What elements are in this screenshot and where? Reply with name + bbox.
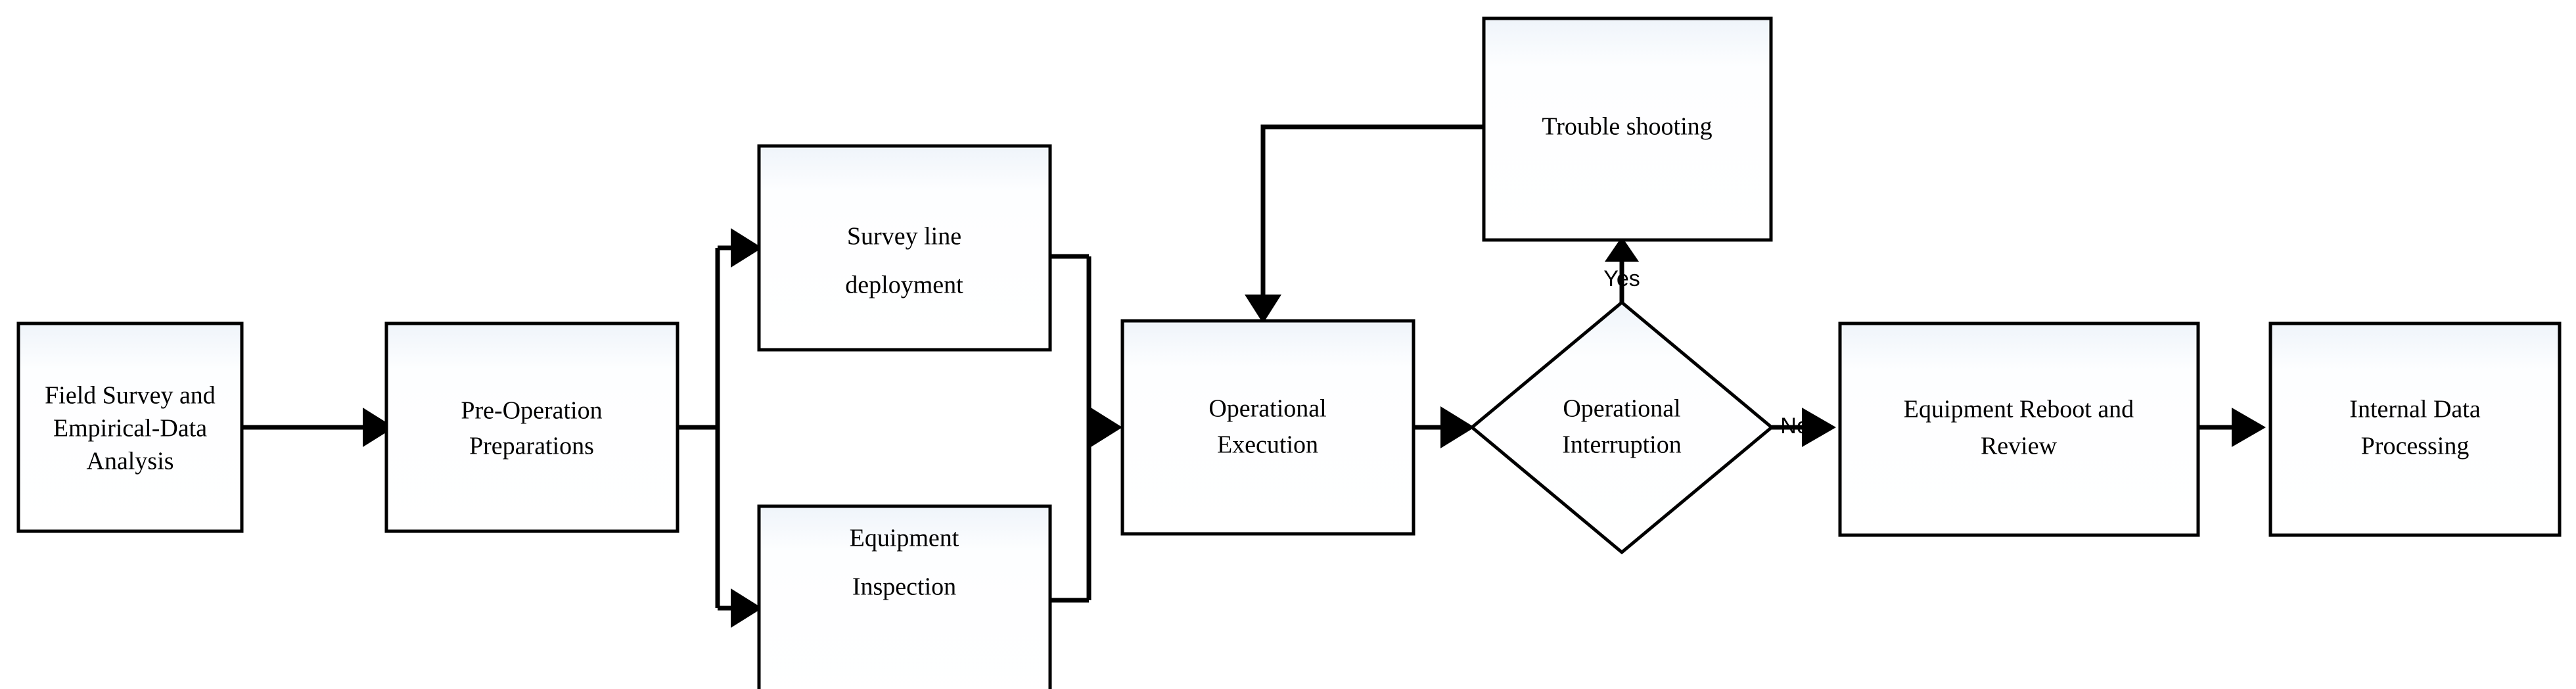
node-equipment-reboot-and-review[interactable]: Equipment Reboot and Review (1838, 321, 2200, 537)
edge-equipment-reboot-to-internal-data (2198, 408, 2266, 447)
node-equipment-inspection[interactable]: Equipment Inspection (757, 504, 1052, 689)
edge-interruption-to-trouble-shooting (1605, 237, 1639, 302)
node-operational-execution[interactable]: Operational Execution (1120, 319, 1415, 536)
node-label-line: Interruption (1562, 431, 1682, 459)
node-label-line: Operational (1208, 395, 1326, 423)
node-label-line: Equipment (850, 525, 959, 552)
node-label-line: Processing (2361, 433, 2470, 460)
node-label-line: Internal Data (2349, 396, 2481, 423)
node-label-line: Survey line (847, 223, 961, 250)
node-rect (16, 321, 244, 533)
node-label-line: Pre-Operation (461, 397, 602, 425)
edge-label-yes: Yes (1603, 266, 1640, 291)
arrowhead-icon (731, 588, 762, 628)
edge-label-no: No (1780, 414, 1808, 439)
node-label-line: deployment (845, 272, 963, 299)
arrowhead-icon (363, 408, 394, 447)
arrowhead-icon (731, 228, 762, 268)
decision-diamond-shape (1469, 300, 1774, 555)
node-label-line: Inspection (852, 573, 956, 601)
edge-pre-operation-split (678, 228, 762, 628)
node-label-line: Equipment Reboot and (1904, 396, 2134, 423)
node-label-line: Preparations (469, 433, 594, 460)
node-rect (757, 504, 1052, 689)
edge-branches-merge-to-operational-execution (1050, 254, 1122, 603)
arrowhead-icon (1802, 408, 1836, 447)
node-rect (2268, 321, 2562, 537)
node-rect (384, 321, 679, 533)
node-rect (1482, 16, 1773, 242)
arrowhead-icon (1091, 408, 1122, 447)
edge-field-survey-to-pre-operation (242, 408, 394, 447)
node-operational-interruption[interactable]: Operational Interruption (1469, 300, 1774, 555)
edge-trouble-shooting-feedback-to-operational-execution (1245, 124, 1484, 323)
node-label-line: Operational (1563, 395, 1680, 423)
edge-interruption-to-equipment-reboot (1772, 408, 1836, 447)
arrowhead-icon (1605, 237, 1639, 262)
arrowhead-icon (1245, 295, 1281, 323)
node-rect (1120, 319, 1415, 536)
node-label-line: Field Survey and (45, 382, 216, 410)
node-label-line: Empirical-Data (53, 415, 207, 442)
node-trouble-shooting[interactable]: Trouble shooting (1482, 16, 1773, 242)
node-internal-data-processing[interactable]: Internal Data Processing (2268, 321, 2562, 537)
node-survey-line-deployment[interactable]: Survey line deployment (757, 144, 1052, 352)
edge-operational-execution-to-interruption (1414, 406, 1475, 448)
arrowhead-icon (2232, 408, 2266, 447)
node-label-line: Analysis (87, 448, 174, 475)
node-rect (1838, 321, 2200, 537)
node-pre-operation[interactable]: Pre-Operation Preparations (384, 321, 679, 533)
node-rect (757, 144, 1052, 352)
edge-line (1260, 124, 1484, 297)
node-label-line: Execution (1217, 431, 1318, 459)
node-label-line: Trouble shooting (1542, 113, 1712, 141)
node-field-survey[interactable]: Field Survey and Empirical-Data Analysis (16, 321, 244, 533)
arrowhead-icon (1440, 406, 1475, 448)
node-label-line: Review (1981, 433, 2058, 460)
